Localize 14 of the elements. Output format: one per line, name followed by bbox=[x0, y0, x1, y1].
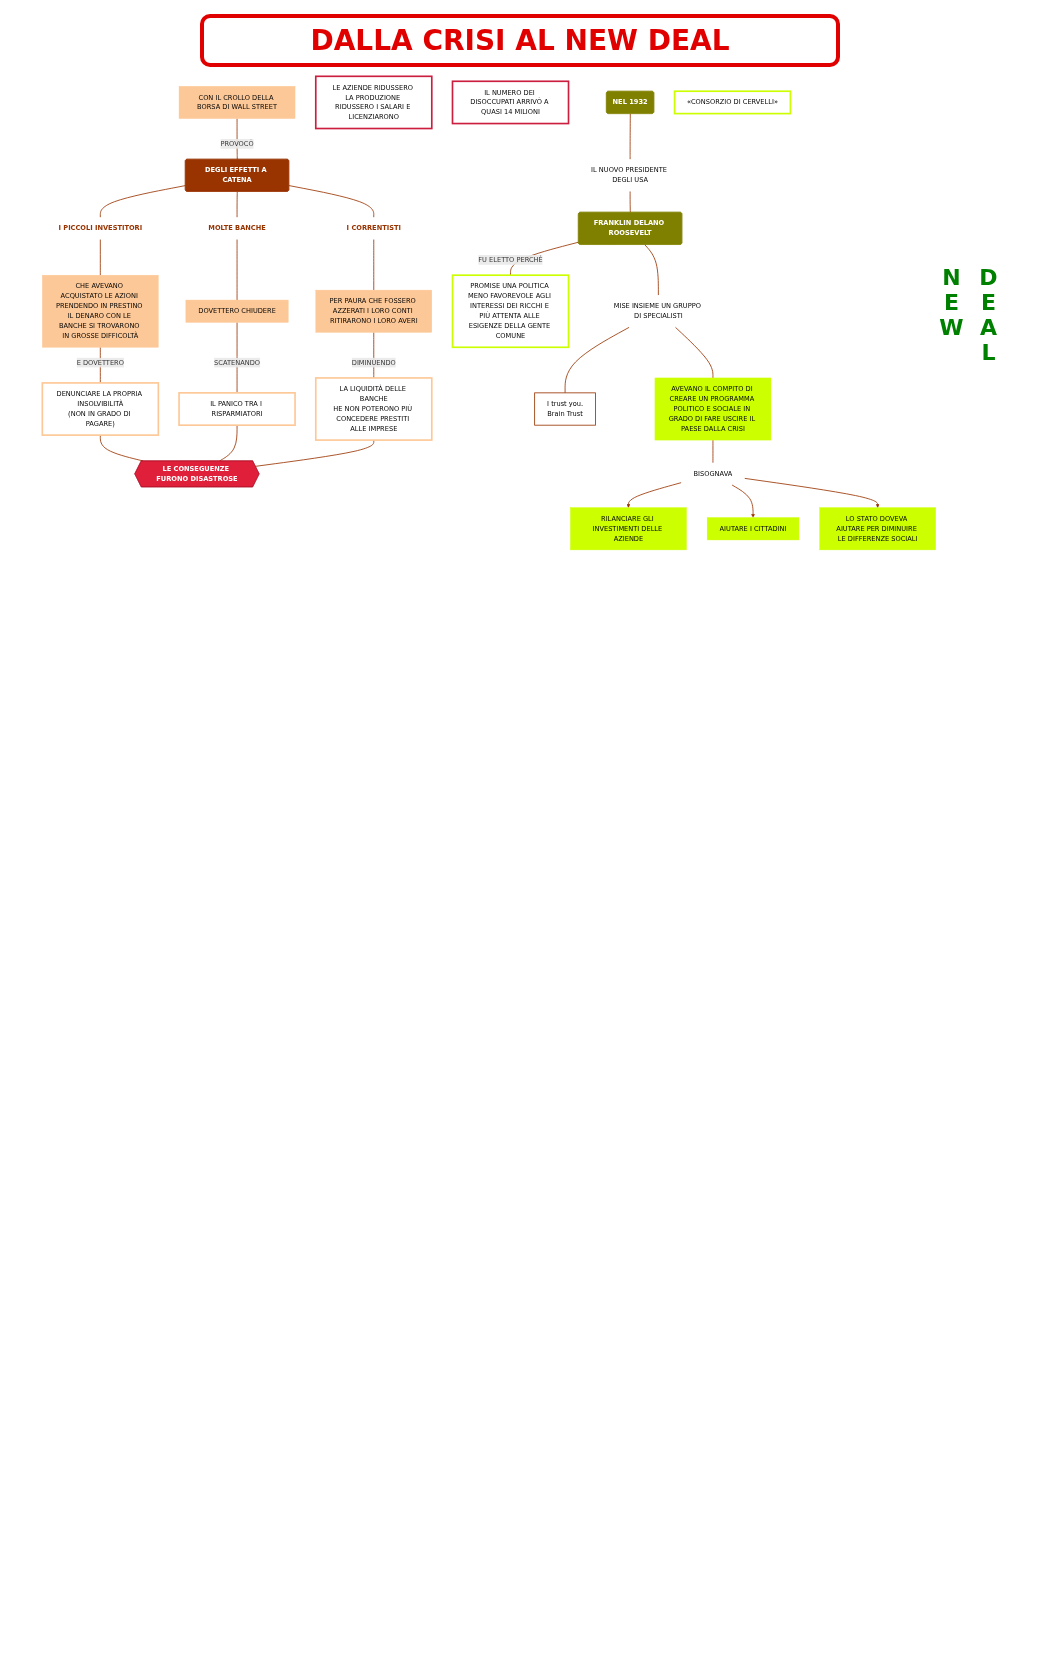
connector bbox=[99, 185, 186, 218]
connector bbox=[629, 113, 631, 160]
vertical-label: DEAL bbox=[976, 265, 1001, 366]
connector bbox=[219, 424, 238, 462]
connector bbox=[255, 439, 375, 467]
connector bbox=[675, 327, 714, 379]
vertical-label: NEW bbox=[939, 265, 964, 343]
title-heading: DALLA CRISI AL NEW DEAL bbox=[200, 14, 840, 67]
connector bbox=[644, 244, 659, 296]
connector bbox=[629, 191, 631, 213]
connector bbox=[236, 191, 238, 218]
connector bbox=[288, 185, 375, 218]
connector bbox=[564, 327, 630, 394]
connector bbox=[99, 239, 101, 276]
